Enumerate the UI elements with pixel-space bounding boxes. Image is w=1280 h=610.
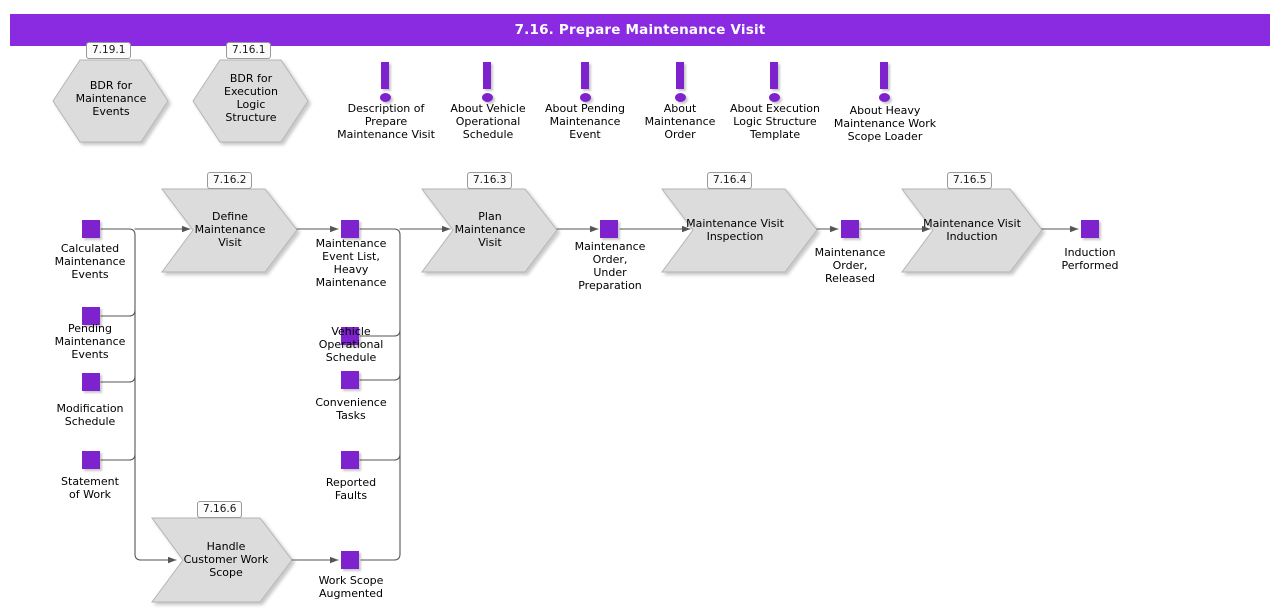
data-label-convenience-tasks: Convenience Tasks	[315, 396, 387, 422]
exclamation-icon	[770, 62, 778, 89]
note-label-about-maintenance-order: About Maintenance Order	[644, 102, 716, 141]
exclamation-icon	[483, 62, 491, 89]
diagram-title-bar: 7.16. Prepare Maintenance Visit	[10, 14, 1270, 46]
badge-7-16-6: 7.16.6	[197, 501, 243, 518]
process-label-7-16-2[interactable]: Define Maintenance Visit	[194, 210, 266, 249]
note-label-about-heavy-maintenance-work-scope-loader: About Heavy Maintenance Work Scope Loade…	[833, 104, 937, 143]
exclamation-icon	[581, 62, 589, 89]
process-label-7-16-4[interactable]: Maintenance Visit Inspection	[686, 217, 784, 243]
exclamation-icon	[880, 62, 888, 89]
data-object-pending-maintenance-events[interactable]	[82, 307, 100, 325]
note-label-about-vehicle-operational-schedule: About Vehicle Operational Schedule	[450, 102, 526, 141]
badge-7-16-2: 7.16.2	[207, 172, 253, 189]
data-object-modification-schedule[interactable]	[82, 373, 100, 391]
data-label-modification-schedule: Modification Schedule	[56, 402, 124, 428]
badge-7-19-1: 7.19.1	[86, 42, 132, 59]
page-title: 7.16. Prepare Maintenance Visit	[514, 22, 766, 38]
data-object-maintenance-order-released[interactable]	[841, 220, 859, 238]
data-object-statement-of-work[interactable]	[82, 451, 100, 469]
exclamation-dot-icon	[879, 93, 890, 102]
data-label-induction-performed: Induction Performed	[1061, 246, 1119, 272]
exclamation-dot-icon	[482, 93, 493, 102]
data-label-reported-faults: Reported Faults	[325, 476, 377, 502]
data-label-maintenance-order-under-preparation: Maintenance Order, Under Preparation	[574, 240, 646, 292]
data-object-convenience-tasks[interactable]	[341, 371, 359, 389]
exclamation-dot-icon	[580, 93, 591, 102]
hexagon-label-bdr-execution-logic-structure[interactable]: BDR for Execution Logic Structure	[224, 72, 278, 124]
badge-7-16-3: 7.16.3	[467, 172, 513, 189]
data-object-maintenance-event-list-heavy-maintenance[interactable]	[341, 220, 359, 238]
data-object-maintenance-order-under-preparation[interactable]	[600, 220, 618, 238]
data-object-calculated-maintenance-events[interactable]	[82, 220, 100, 238]
note-label-description-of-prepare-maintenance-visit: Description of Prepare Maintenance Visit	[337, 102, 435, 141]
data-label-maintenance-event-list-heavy-maintenance: Maintenance Event List, Heavy Maintenanc…	[315, 237, 387, 289]
data-label-vehicle-operational-schedule: Vehicle Operational Schedule	[318, 325, 384, 364]
data-label-work-scope-augmented: Work Scope Augmented	[318, 574, 384, 600]
data-label-pending-maintenance-events: Pending Maintenance Events	[54, 322, 126, 361]
data-label-statement-of-work: Statement of Work	[61, 475, 119, 501]
data-object-reported-faults[interactable]	[341, 451, 359, 469]
data-object-induction-performed[interactable]	[1081, 220, 1099, 238]
process-label-7-16-6[interactable]: Handle Customer Work Scope	[183, 540, 269, 579]
exclamation-dot-icon	[675, 93, 686, 102]
exclamation-dot-icon	[380, 93, 391, 102]
badge-7-16-4: 7.16.4	[707, 172, 753, 189]
exclamation-icon	[381, 62, 389, 89]
data-object-work-scope-augmented[interactable]	[341, 551, 359, 569]
exclamation-dot-icon	[769, 93, 780, 102]
badge-7-16-5: 7.16.5	[947, 172, 993, 189]
hexagon-label-bdr-maintenance-events[interactable]: BDR for Maintenance Events	[75, 79, 147, 118]
data-label-maintenance-order-released: Maintenance Order, Released	[814, 246, 886, 285]
process-label-7-16-3[interactable]: Plan Maintenance Visit	[454, 210, 526, 249]
process-label-7-16-5[interactable]: Maintenance Visit Induction	[923, 217, 1021, 243]
data-object-vehicle-operational-schedule[interactable]	[341, 327, 359, 345]
data-label-calculated-maintenance-events: Calculated Maintenance Events	[54, 242, 126, 281]
note-label-about-execution-logic-structure-template: About Execution Logic Structure Template	[730, 102, 820, 141]
badge-7-16-1: 7.16.1	[226, 42, 272, 59]
note-label-about-pending-maintenance-event: About Pending Maintenance Event	[545, 102, 625, 141]
exclamation-icon	[676, 62, 684, 89]
